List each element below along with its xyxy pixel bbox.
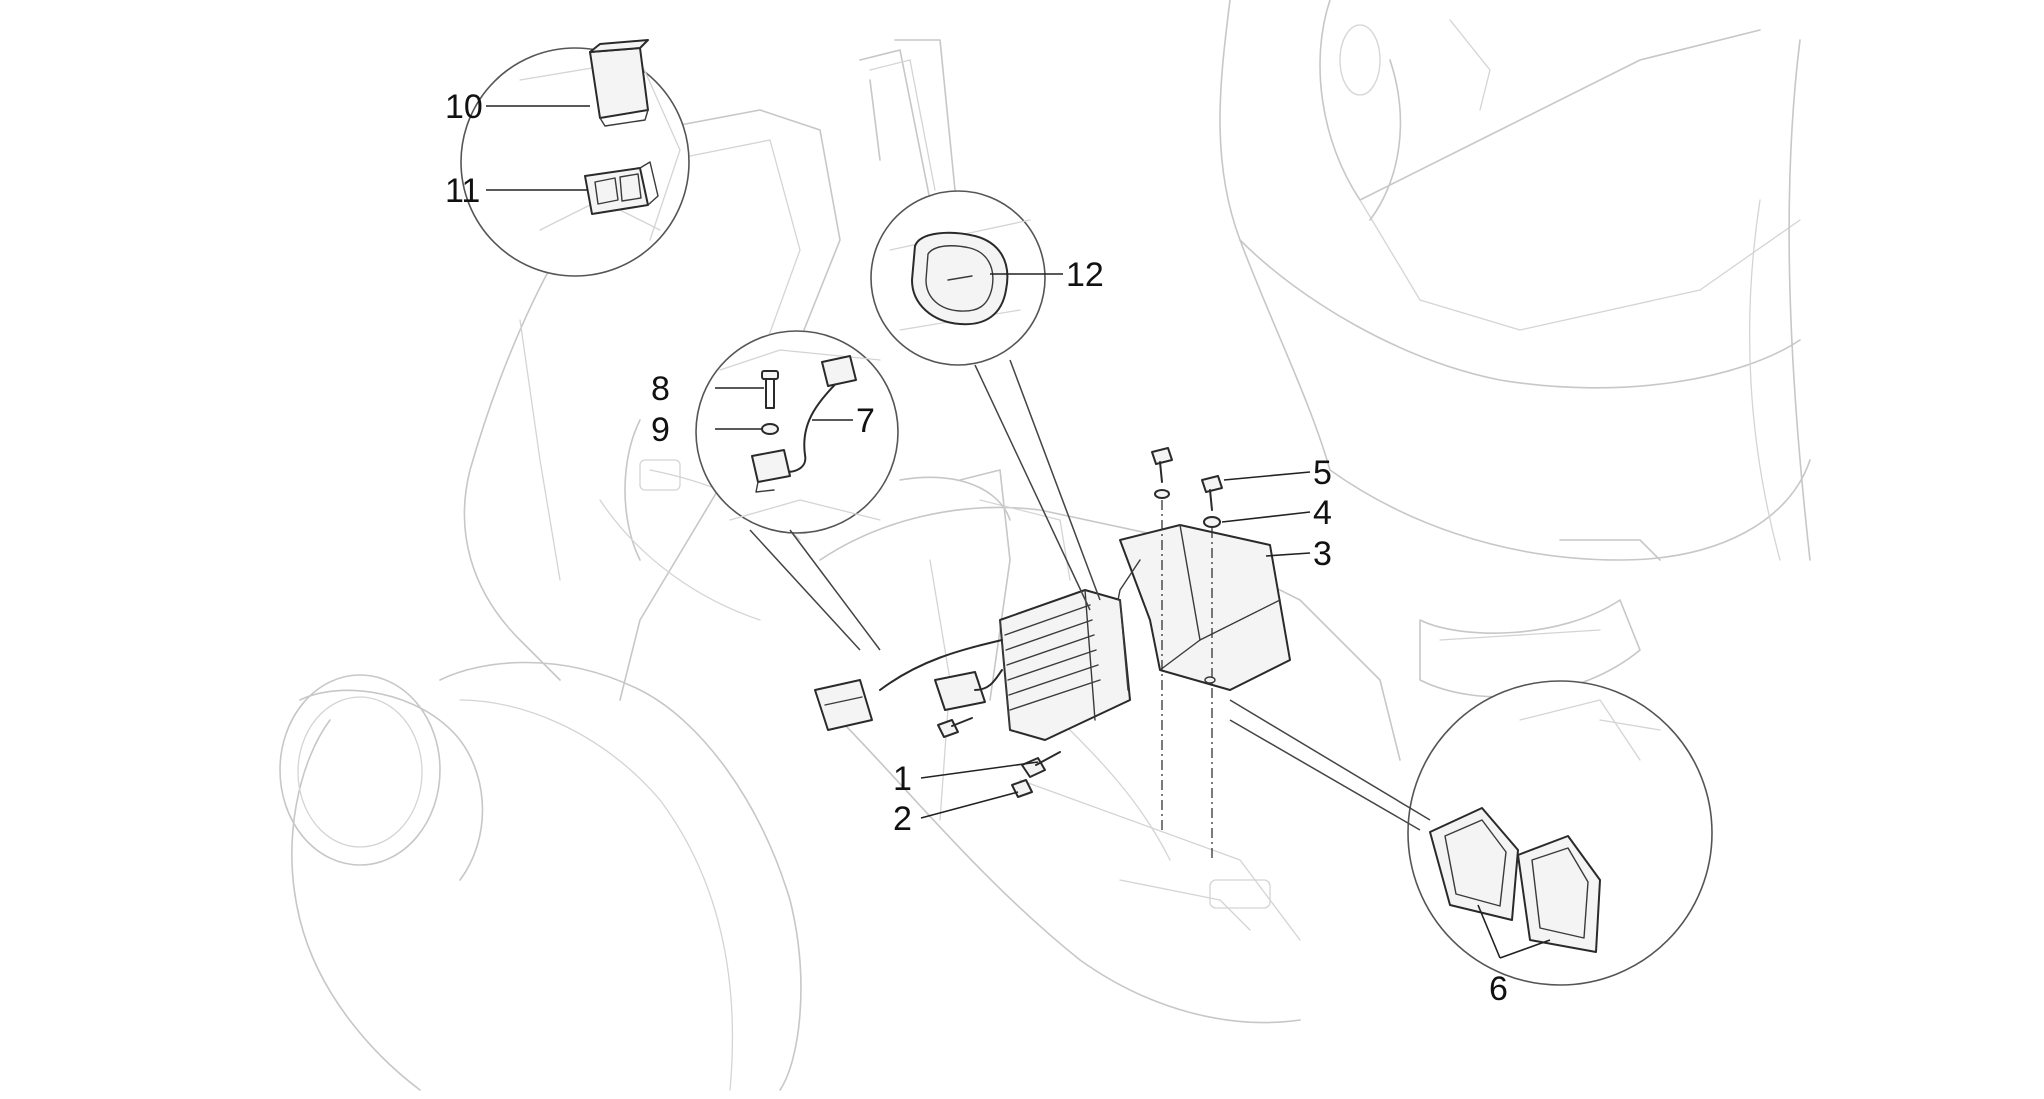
leader-1	[920, 761, 1039, 779]
leader-5	[1223, 471, 1311, 481]
leader-lines	[486, 105, 1551, 959]
leader-2	[920, 791, 1019, 819]
leader-6a	[1477, 904, 1501, 959]
bolt-1	[1021, 751, 1061, 778]
small-bolt	[937, 717, 973, 738]
gasket-6b	[1517, 835, 1601, 953]
callout-10: 10	[445, 88, 483, 126]
bolt-5	[1201, 475, 1223, 511]
gasket-6a	[1429, 807, 1519, 921]
callout-4: 4	[1313, 494, 1332, 532]
scooter-body-outline	[279, 0, 1811, 1091]
callout-12: 12	[1066, 256, 1104, 294]
detail-view-connector	[695, 330, 899, 534]
regulator-wiring	[814, 639, 1003, 731]
callout-1: 1	[893, 760, 912, 798]
callout-labels: 10 11 12 8 9 7 5 4 3 1 2 6	[445, 88, 1508, 1008]
callout-5: 5	[1313, 454, 1332, 492]
detail-view-relay	[460, 39, 690, 277]
washer-9	[761, 423, 779, 435]
detail-view-grommet-12	[870, 190, 1046, 366]
relay-holder-11	[584, 161, 659, 215]
sensor-cable-7	[751, 355, 857, 493]
leader-4	[1221, 511, 1311, 523]
callout-11: 11	[445, 172, 480, 210]
callout-2: 2	[893, 800, 912, 838]
relay-10	[589, 39, 649, 127]
leader-3	[1265, 552, 1311, 557]
detail-view-gasket-6	[1407, 680, 1713, 986]
voltage-regulator	[999, 589, 1131, 741]
bolt-2-nut	[1011, 779, 1033, 798]
bracket-3	[1117, 524, 1291, 691]
callout-8: 8	[651, 370, 670, 408]
callout-9: 9	[651, 411, 670, 449]
detail-pointers	[749, 359, 1431, 831]
assembly-axes	[1161, 500, 1213, 860]
callout-6: 6	[1489, 970, 1508, 1008]
screw-8	[761, 370, 779, 409]
washer-4	[1203, 516, 1221, 528]
callout-3: 3	[1313, 535, 1332, 573]
callout-7: 7	[856, 402, 875, 440]
bolt-upper	[1151, 447, 1173, 499]
leader-6b	[1499, 939, 1551, 959]
